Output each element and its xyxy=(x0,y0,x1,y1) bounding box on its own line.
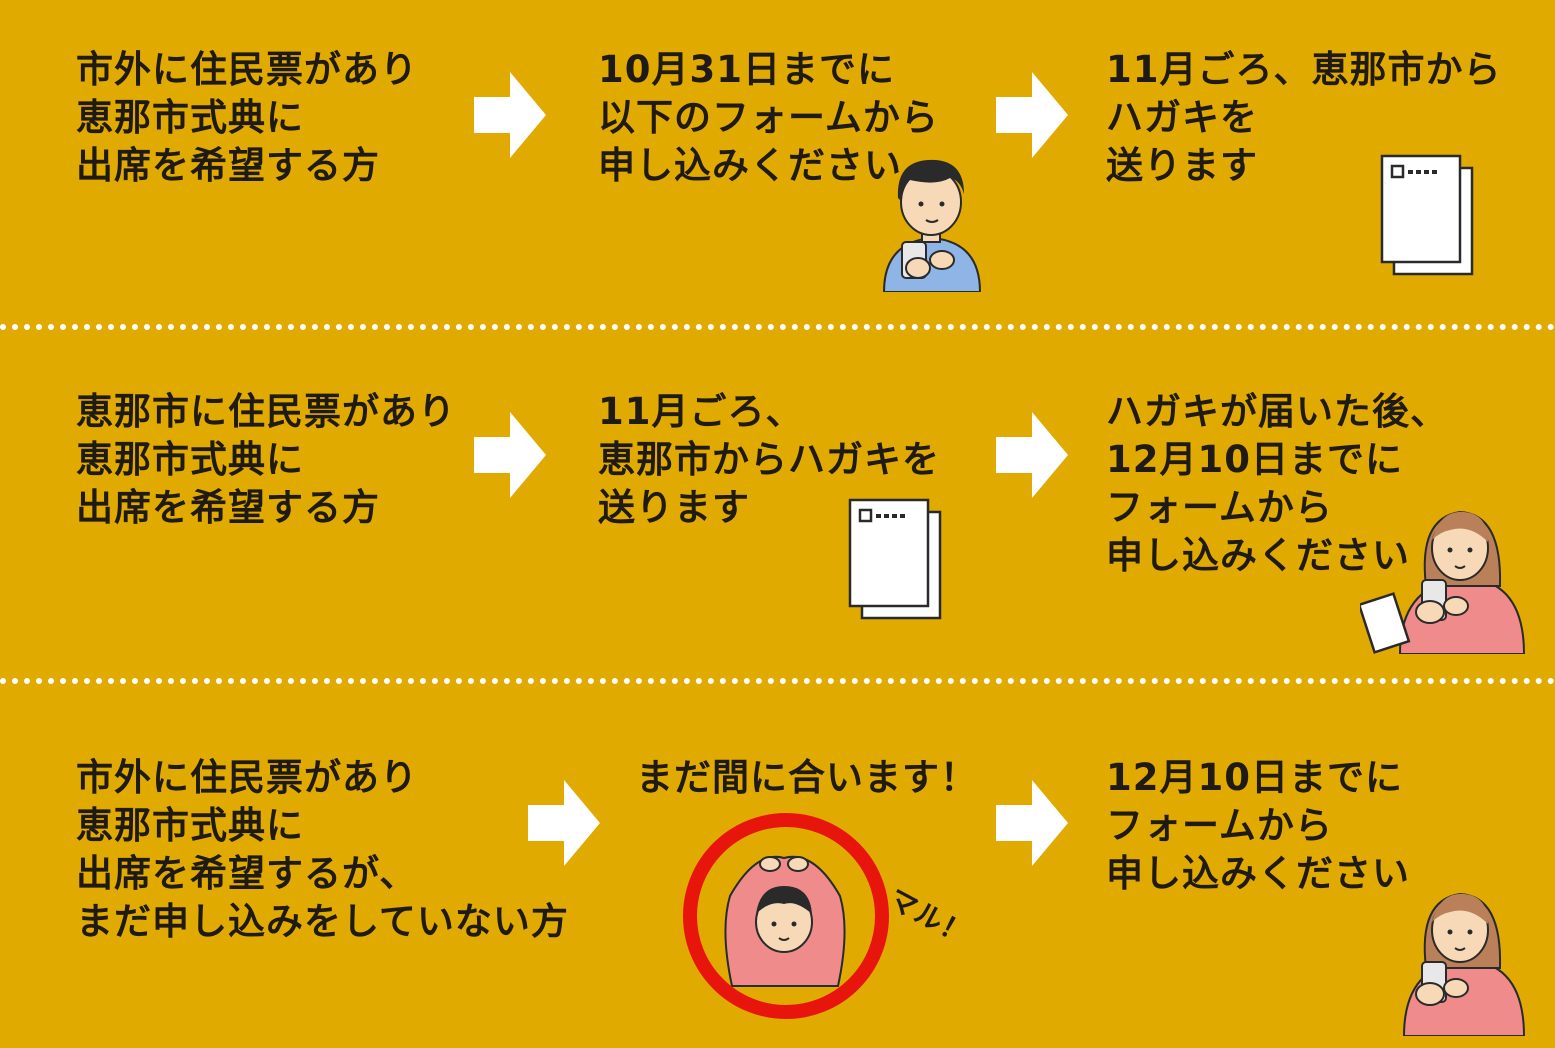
right-arrow-icon xyxy=(996,780,1068,866)
right-arrow-icon xyxy=(474,72,546,158)
text-line: 11月ごろ、 xyxy=(598,390,804,433)
text-line: 10月31日までに xyxy=(598,48,895,91)
text-line: 恵那市式典に xyxy=(76,804,304,847)
dotted-divider xyxy=(0,324,1555,330)
text-line: 申し込みください xyxy=(598,144,902,187)
row3-step2-text: 12月10日までに フォームから 申し込みください xyxy=(1106,754,1410,898)
text-line: 12月10日までに xyxy=(1106,438,1403,481)
row2-step2-text: ハガキが届いた後、 12月10日までに フォームから 申し込みください xyxy=(1106,388,1448,580)
text-line: 市外に住民票があり xyxy=(76,756,418,799)
text-line: 出席を希望する方 xyxy=(76,144,380,187)
text-line: 出席を希望するが、 xyxy=(76,852,418,895)
row2-audience-text: 恵那市に住民票があり 恵那市式典に 出席を希望する方 xyxy=(76,388,456,532)
text-line: 11月ごろ、恵那市から xyxy=(1106,48,1502,91)
maru-label: マル！ xyxy=(883,882,976,953)
text-line: ハガキが届いた後、 xyxy=(1106,390,1448,433)
text-line: まだ間に合います！ xyxy=(636,756,978,799)
text-line: 12月10日までに xyxy=(1106,756,1403,799)
text-line: 申し込みください xyxy=(1106,534,1410,577)
text-line: 恵那市式典に xyxy=(76,438,304,481)
text-line: 市外に住民票があり xyxy=(76,48,418,91)
text-line: 送ります xyxy=(1106,144,1258,187)
ok-circle-girl-icon xyxy=(683,813,889,1019)
text-line: 以下のフォームから xyxy=(598,96,939,139)
text-line: ハガキを xyxy=(1106,96,1258,139)
postcard-icon xyxy=(848,498,942,620)
text-line: 送ります xyxy=(598,486,750,529)
text-line: 恵那市式典に xyxy=(76,96,304,139)
row3-audience-text: 市外に住民票があり 恵那市式典に 出席を希望するが、 まだ申し込みをしていない方 xyxy=(76,754,569,946)
woman-with-phone-icon xyxy=(1402,892,1526,1036)
text-line: 恵那市に住民票があり xyxy=(76,390,456,433)
text-line: 申し込みください xyxy=(1106,852,1410,895)
flow-row-3: 市外に住民票があり 恵那市式典に 出席を希望するが、 まだ申し込みをしていない方… xyxy=(0,690,1555,1048)
row1-step2-text: 11月ごろ、恵那市から ハガキを 送ります xyxy=(1106,46,1502,190)
right-arrow-icon xyxy=(996,72,1068,158)
flow-row-1: 市外に住民票があり 恵那市式典に 出席を希望する方 10月31日までに 以下のフ… xyxy=(0,0,1555,330)
text-line: まだ申し込みをしていない方 xyxy=(76,900,569,943)
postcard-icon xyxy=(1380,154,1474,276)
right-arrow-icon xyxy=(996,412,1068,498)
dotted-divider xyxy=(0,678,1555,684)
right-arrow-icon xyxy=(474,412,546,498)
row1-audience-text: 市外に住民票があり 恵那市式典に 出席を希望する方 xyxy=(76,46,418,190)
text-line: フォームから xyxy=(1106,804,1333,847)
text-line: フォームから xyxy=(1106,486,1333,529)
row2-step1-text: 11月ごろ、 恵那市からハガキを 送ります xyxy=(598,388,940,532)
flow-row-2: 恵那市に住民票があり 恵那市式典に 出席を希望する方 11月ごろ、 恵那市からハ… xyxy=(0,340,1555,680)
woman-with-phone-icon xyxy=(1360,510,1526,654)
right-arrow-icon xyxy=(528,780,600,866)
text-line: 恵那市からハガキを xyxy=(598,438,940,481)
text-line: 出席を希望する方 xyxy=(76,486,380,529)
row1-step1-text: 10月31日までに 以下のフォームから 申し込みください xyxy=(598,46,939,190)
man-with-phone-icon xyxy=(882,159,982,292)
row3-step1-text: まだ間に合います！ xyxy=(636,754,978,802)
